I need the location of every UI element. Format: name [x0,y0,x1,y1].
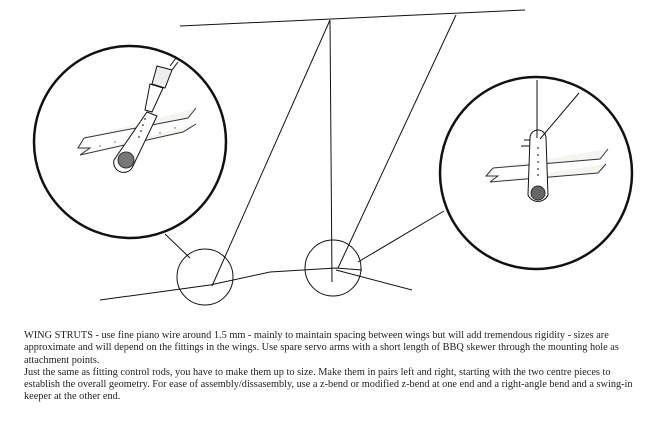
bottom-wing-right [335,269,413,291]
detail-circle-left [32,44,228,240]
bottom-wing-line [99,267,363,301]
strut-left [211,19,331,287]
detail-marker-left [176,248,234,306]
detail-marker-centre [304,239,362,297]
caption-paragraph-2: Just the same as fitting control rods, y… [24,366,633,403]
strut-centre [329,19,333,283]
top-wing-line [179,9,526,27]
callout-line-left [164,233,191,259]
caption-paragraph-1: WING STRUTS - use fine piano wire around… [24,330,619,366]
detail-circle-right [438,75,634,271]
callout-line-right [357,210,445,263]
caption: WING STRUTS - use fine piano wire around… [24,330,634,404]
strut-right [337,14,457,269]
